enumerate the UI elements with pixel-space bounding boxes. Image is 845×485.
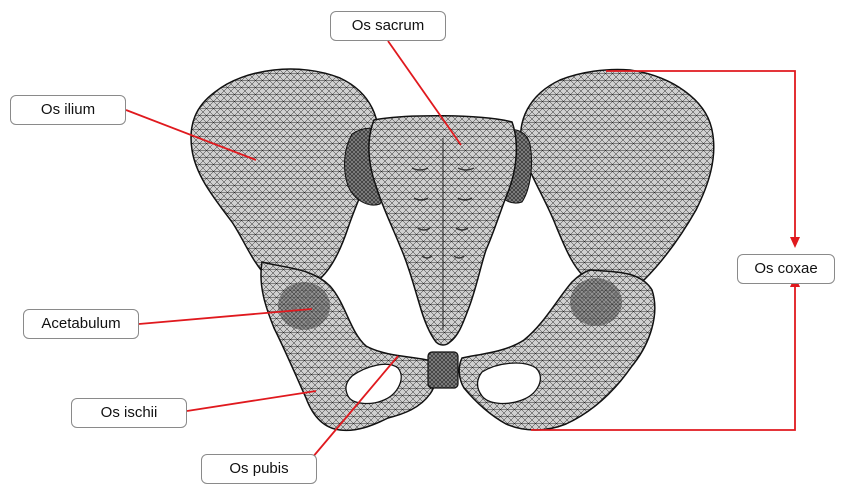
leader-line-os-ischii	[187, 391, 316, 411]
arrowhead-down	[790, 237, 800, 248]
pubic-symphysis	[428, 352, 458, 388]
label-acetabulum: Acetabulum	[23, 309, 139, 339]
label-os-pubis: Os pubis	[201, 454, 317, 484]
right-lower-hip	[459, 270, 655, 430]
label-os-sacrum: Os sacrum	[330, 11, 446, 41]
right-acetabulum-socket	[570, 278, 622, 326]
left-lower-hip	[261, 262, 436, 430]
label-os-ischii: Os ischii	[71, 398, 187, 428]
label-os-coxae: Os coxae	[737, 254, 835, 284]
label-os-ilium: Os ilium	[10, 95, 126, 125]
right-ilium-wing	[521, 69, 714, 289]
left-acetabulum-socket	[278, 282, 330, 330]
pelvis-wireframe-icon	[191, 69, 714, 430]
